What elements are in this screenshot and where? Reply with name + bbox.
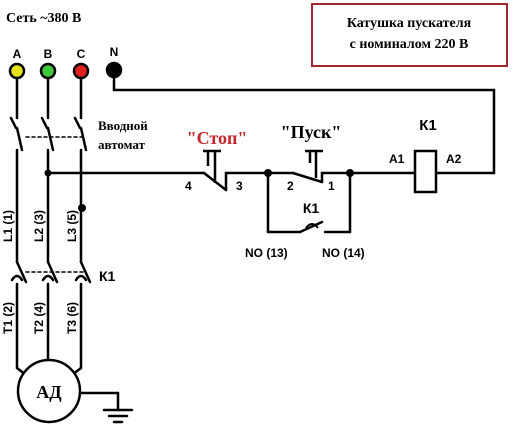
breaker-tick-a xyxy=(9,116,18,130)
note-line-1: Катушка пускателя xyxy=(347,16,472,31)
coil-terminal-a2: A2 xyxy=(446,152,462,166)
contactor-label: К1 xyxy=(99,268,116,284)
stop-label: "Стоп" xyxy=(187,128,248,148)
note-box xyxy=(311,3,508,67)
motor-label: АД xyxy=(36,382,62,402)
breaker-blade-c xyxy=(79,126,88,152)
breaker-tick-c xyxy=(73,116,82,130)
line-label-l2: L2 (3) xyxy=(32,210,46,242)
line-label-l3: L3 (5) xyxy=(65,210,79,242)
junction-c xyxy=(78,204,86,212)
breaker-tick-b xyxy=(40,116,49,130)
contactor-arc-a xyxy=(10,274,24,282)
junction-aux-right xyxy=(346,169,354,177)
phase-label-b: B xyxy=(44,47,53,61)
stop-terminal-3: 3 xyxy=(236,179,243,193)
terminal-dot-a xyxy=(8,62,26,80)
junction-aux-left xyxy=(264,169,272,177)
breaker-label-1: Вводной xyxy=(98,118,148,133)
contactor-blade-a xyxy=(15,260,28,284)
line-label-l1: L1 (1) xyxy=(1,210,15,242)
contactor-arc-c xyxy=(74,274,88,282)
phase-label-n: N xyxy=(110,45,119,59)
coil-terminal-a1: A1 xyxy=(389,152,405,166)
load-label-t3: T3 (6) xyxy=(65,302,79,334)
aux-no-14: NO (14) xyxy=(322,246,365,260)
junction-b xyxy=(44,169,52,177)
aux-contact-label: К1 xyxy=(303,200,320,216)
breaker-blade-b xyxy=(46,126,55,152)
supply-label: Сеть ~380 В xyxy=(6,11,81,26)
terminal-dot-b xyxy=(39,62,57,80)
terminal-dot-n xyxy=(105,61,123,79)
start-terminal-1: 1 xyxy=(328,179,335,193)
phase-label-c: C xyxy=(77,47,86,61)
aux-contact-arc xyxy=(305,223,319,229)
aux-blade xyxy=(298,220,324,234)
aux-no-13: NO (13) xyxy=(245,246,288,260)
note-line-2: с номиналом 220 В xyxy=(350,37,469,52)
contactor-arc-b xyxy=(41,274,55,282)
start-blade xyxy=(291,171,324,184)
load-label-t2: T2 (4) xyxy=(32,302,46,334)
terminal-dot-c xyxy=(72,62,90,80)
coil-k1 xyxy=(413,149,438,194)
load-label-t1: T1 (2) xyxy=(1,302,15,334)
contactor-blade-c xyxy=(79,260,92,284)
motor-symbol xyxy=(16,358,82,424)
start-terminal-2: 2 xyxy=(287,179,294,193)
breaker-blade-a xyxy=(15,126,24,152)
breaker-label-2: автомат xyxy=(98,137,146,152)
phase-label-a: A xyxy=(13,47,22,61)
coil-label: К1 xyxy=(419,117,437,134)
start-label: "Пуск" xyxy=(281,122,342,142)
stop-terminal-4: 4 xyxy=(185,179,192,193)
